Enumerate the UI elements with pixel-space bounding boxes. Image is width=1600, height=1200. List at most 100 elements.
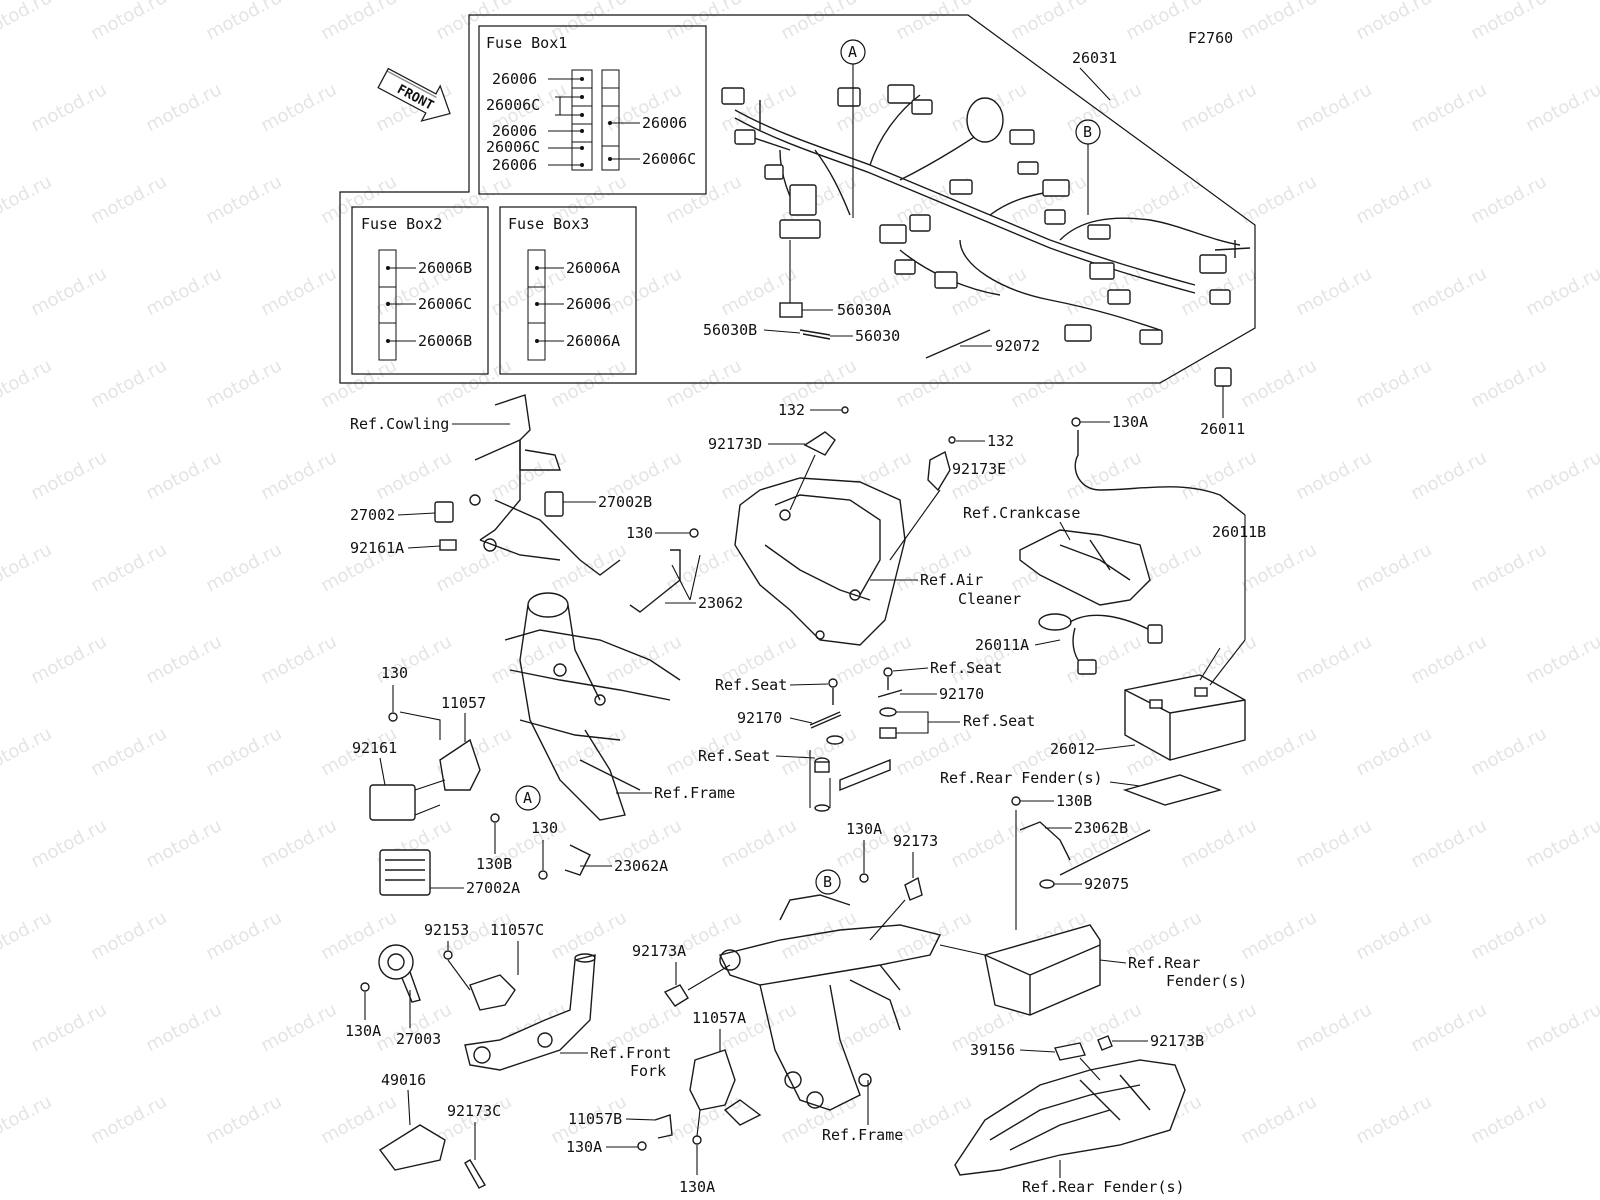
- label-ref-seat-3: Ref.Seat: [963, 712, 1035, 730]
- crankcase: [1019, 529, 1151, 606]
- watermark-text: motod.ru: [1467, 723, 1550, 780]
- label-49016: 49016: [381, 1071, 426, 1089]
- label-ref-air-2: Cleaner: [958, 590, 1021, 608]
- fuse-box2-item-2: 26006B: [418, 332, 472, 350]
- watermark-text: motod.ru: [1352, 723, 1435, 780]
- watermark-text: motod.ru: [1237, 1091, 1320, 1148]
- fuse-box1-title: Fuse Box1: [486, 34, 567, 52]
- part-39156: [1054, 1042, 1086, 1061]
- watermark-text: motod.ru: [1407, 631, 1490, 688]
- part-92161A: [439, 539, 457, 551]
- label-11057A: 11057A: [692, 1009, 746, 1027]
- watermark-text: motod.ru: [1467, 0, 1550, 44]
- label-26011A: 26011A: [975, 636, 1029, 654]
- watermark-text: motod.ru: [87, 355, 170, 412]
- watermark-text: motod.ru: [1237, 0, 1320, 44]
- watermark-text: motod.ru: [0, 1091, 55, 1148]
- fuse-box1-strip-left: [571, 69, 593, 171]
- label-ref-frame-1: Ref.Frame: [654, 784, 735, 802]
- watermark-text: motod.ru: [892, 1091, 975, 1148]
- watermark-text: motod.ru: [0, 907, 55, 964]
- watermark-text: motod.ru: [1292, 631, 1375, 688]
- part-11057C: [469, 974, 516, 1011]
- watermark-text: motod.ru: [1062, 79, 1145, 136]
- watermark-text: motod.ru: [0, 539, 55, 596]
- watermark-text: motod.ru: [1237, 907, 1320, 964]
- watermark-text: motod.ru: [202, 539, 285, 596]
- watermark-text: motod.ru: [202, 171, 285, 228]
- part-92173: [904, 876, 923, 901]
- label-ref-frame-2: Ref.Frame: [822, 1126, 903, 1144]
- label-92075: 92075: [1084, 875, 1129, 893]
- watermark-text: motod.ru: [1467, 355, 1550, 412]
- watermark-text: motod.ru: [202, 355, 285, 412]
- fuse-box3-item-1: 26006: [566, 295, 611, 313]
- part-92161-ecu: [369, 784, 416, 821]
- label-92153: 92153: [424, 921, 469, 939]
- part-49016-plate: [378, 1124, 446, 1171]
- watermark-text: motod.ru: [1352, 907, 1435, 964]
- watermark-text: motod.ru: [257, 815, 340, 872]
- callout-a-bottom: [515, 785, 541, 811]
- watermark-text: motod.ru: [1407, 447, 1490, 504]
- diagram-code: F2760: [1188, 29, 1233, 47]
- part-27002B: [544, 491, 564, 517]
- part-92072-tie: [925, 329, 991, 359]
- watermark-text: motod.ru: [1522, 447, 1600, 504]
- callout-b-bottom-label: B: [823, 873, 832, 891]
- label-ref-rear-fender-2a: Ref.Rear: [1128, 954, 1200, 972]
- label-26011: 26011: [1200, 420, 1245, 438]
- rear-fender: [954, 1059, 1186, 1176]
- label-92173A: 92173A: [632, 942, 686, 960]
- label-130B: 130B: [476, 855, 512, 873]
- watermark-text: motod.ru: [1352, 171, 1435, 228]
- watermark-text: motod.ru: [0, 355, 55, 412]
- part-130B: [490, 813, 500, 823]
- rear-subframe: [718, 894, 942, 1126]
- air-cleaner: [734, 477, 906, 646]
- watermark-text: motod.ru: [27, 263, 110, 320]
- label-92170-b: 92170: [939, 685, 984, 703]
- watermark-text: motod.ru: [1062, 631, 1145, 688]
- part-11057-bracket: [439, 738, 481, 791]
- watermark-text: motod.ru: [1407, 263, 1490, 320]
- label-132-a: 132: [778, 401, 805, 419]
- part-27002: [434, 501, 454, 523]
- fuse-box1-left-4: 26006: [492, 156, 537, 174]
- watermark-text: motod.ru: [1407, 999, 1490, 1056]
- battery-26012: [1124, 674, 1246, 761]
- watermark-text: motod.ru: [1007, 355, 1090, 412]
- part-130A-left: [360, 982, 370, 992]
- watermark-text: motod.ru: [1522, 631, 1600, 688]
- label-11057: 11057: [441, 694, 486, 712]
- watermark-text: motod.ru: [0, 0, 55, 44]
- label-92173D: 92173D: [708, 435, 762, 453]
- label-27002B: 27002B: [598, 493, 652, 511]
- label-92161A: 92161A: [350, 539, 404, 557]
- watermark-text: motod.ru: [1467, 907, 1550, 964]
- watermark-text: motod.ru: [372, 447, 455, 504]
- watermark-text: motod.ru: [1007, 0, 1090, 44]
- watermark-text: motod.ru: [1467, 1091, 1550, 1148]
- watermark-text: motod.ru: [142, 999, 225, 1056]
- label-130A-bot1: 130A: [566, 1138, 602, 1156]
- battery-pad: [1122, 774, 1223, 806]
- part-92173B: [1097, 1035, 1113, 1051]
- watermark-text: motod.ru: [202, 0, 285, 44]
- fuse-box3: Fuse Box3 26006A 26006 26006A: [499, 206, 637, 375]
- part-132-b: [948, 436, 956, 444]
- watermark-text: motod.ru: [257, 447, 340, 504]
- fuse-box1: Fuse Box1 26006 26006C 26006 26006C 2600…: [478, 25, 707, 195]
- watermark-text: motod.ru: [257, 999, 340, 1056]
- fuse-box1-left-0: 26006: [492, 70, 537, 88]
- label-27002: 27002: [350, 506, 395, 524]
- watermark-text: motod.ru: [202, 1091, 285, 1148]
- label-56030B: 56030B: [703, 321, 757, 339]
- watermark-text: motod.ru: [1292, 999, 1375, 1056]
- label-130A-top: 130A: [1112, 413, 1148, 431]
- watermark-text: motod.ru: [0, 171, 55, 228]
- label-92072: 92072: [995, 337, 1040, 355]
- label-92173B: 92173B: [1150, 1032, 1204, 1050]
- watermark-text: motod.ru: [432, 171, 515, 228]
- watermark-text: motod.ru: [662, 0, 745, 44]
